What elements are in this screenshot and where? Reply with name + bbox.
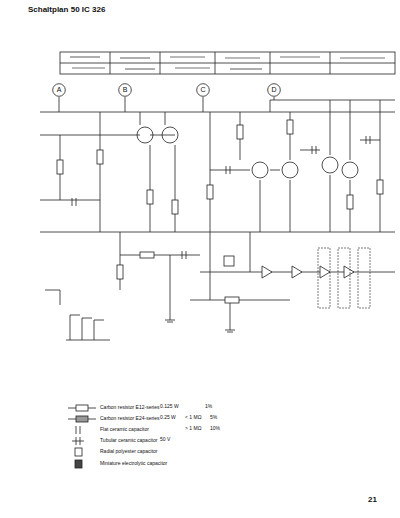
wires — [40, 97, 395, 330]
rating-value: 5% — [210, 415, 217, 421]
page-title: Schaltplan 50 IC 326 — [28, 6, 105, 15]
legend-text: Radial polyester capacitor — [100, 449, 158, 455]
legend-symbols — [68, 405, 96, 468]
marker-circle: C — [196, 83, 210, 97]
wiring-table — [60, 52, 395, 74]
ground-symbols — [165, 320, 235, 332]
legend-text: Tubular ceramic capacitor — [100, 438, 157, 444]
marker-letter: C — [196, 83, 210, 97]
marker-letter: A — [52, 83, 66, 97]
transistor-symbols — [137, 127, 358, 178]
legend-text: Miniature electrolytic capacitor — [100, 461, 167, 467]
marker-circle: A — [52, 83, 66, 97]
page-number: 21 — [368, 496, 377, 505]
rating-value: 50 V — [160, 437, 170, 443]
rating-value: 1% — [205, 404, 212, 410]
rating-value: < 1 MΩ — [185, 415, 201, 421]
ic-pin-blocks — [318, 248, 370, 308]
legend-text: Carbon resistor E12-series — [100, 405, 159, 411]
marker-circle: D — [267, 83, 281, 97]
capacitor-symbols — [72, 136, 370, 259]
marker-circle: B — [118, 83, 132, 97]
legend-text: Carbon resistor E24-series — [100, 416, 159, 422]
rating-value: 10% — [210, 426, 220, 432]
rating-value: > 1 MΩ — [185, 426, 201, 432]
connector-symbols — [45, 290, 110, 340]
amplifier-symbols — [224, 256, 354, 278]
rating-value: 0.25 W — [160, 415, 176, 421]
marker-letter: D — [267, 83, 281, 97]
marker-letter: B — [118, 83, 132, 97]
resistor-symbols — [57, 120, 383, 303]
rating-value: 0.125 W — [160, 404, 179, 410]
legend-text: Flat ceramic capacitor — [100, 427, 149, 433]
